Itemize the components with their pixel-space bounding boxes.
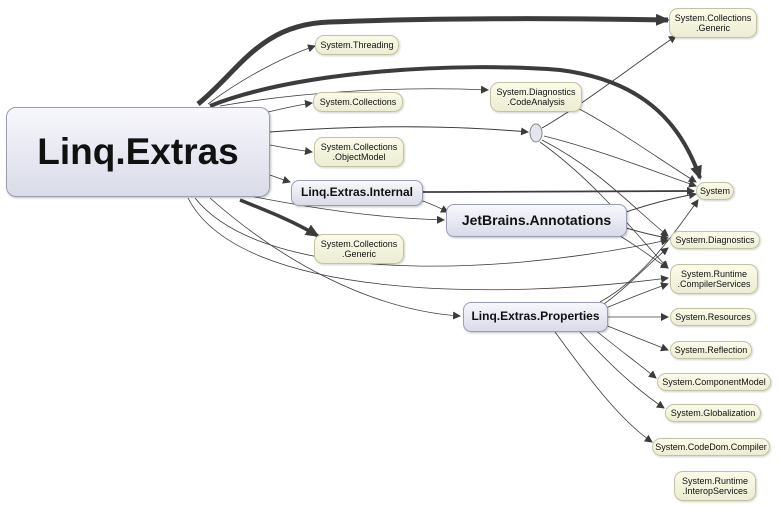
edge-main-internal: [269, 174, 291, 184]
edge-properties-diagnostics: [603, 247, 669, 305]
edge-main-junction: [269, 126, 529, 136]
edge-main-collections: [267, 100, 313, 113]
node-label-line: System.Collections: [674, 12, 752, 23]
edge-main-threading: [207, 44, 316, 105]
edge-annotations-runtime: [619, 235, 669, 269]
node-system-diagnostics[interactable]: System.Diagnostics: [670, 231, 760, 249]
node-label-line: System.Threading: [320, 39, 394, 50]
node-system-componentmodel[interactable]: System.ComponentModel: [657, 373, 771, 391]
edge-main-diagnostics: [194, 197, 669, 267]
node-label-line: .ObjectModel: [332, 152, 386, 162]
node-label-line: .CodeAnalysis: [507, 97, 565, 107]
node-system-collections-objectmodel[interactable]: System.Collections .ObjectModel: [314, 137, 404, 167]
node-label-line: System.Runtime: [680, 268, 748, 279]
edge-properties-globalization: [579, 331, 665, 409]
node-label-line: System.Collections: [320, 141, 398, 152]
node-jetbrains-annotations-label: JetBrains.Annotations: [461, 212, 612, 229]
node-label-line: .InteropServices: [682, 486, 748, 496]
node-system-collections-generic-top[interactable]: System.Collections .Generic: [669, 8, 757, 38]
edge-junction-system: [543, 135, 697, 188]
node-system-threading[interactable]: System.Threading: [315, 35, 399, 55]
edge-main-runtime-compilerservices: [187, 197, 669, 291]
node-label-line: System.Diagnostics: [675, 234, 755, 245]
node-system-resources[interactable]: System.Resources: [670, 308, 756, 326]
node-label-line: System.Globalization: [670, 407, 756, 418]
edge-main-diagnostics-codeanalysis: [219, 85, 489, 107]
edge-annotations-diagnostics: [625, 227, 669, 241]
node-label-line: System: [699, 185, 730, 196]
node-linq-extras-properties[interactable]: Linq.Extras.Properties: [463, 302, 608, 332]
node-jetbrains-annotations[interactable]: JetBrains.Annotations: [446, 204, 627, 237]
node-system-runtime-compilerservices[interactable]: System.Runtime .CompilerServices: [670, 264, 758, 294]
edge-main-objectmodel: [269, 144, 313, 155]
node-label-line: .Generic: [695, 23, 730, 33]
edge-codeanalysis-system: [569, 103, 697, 183]
node-label-line: .CompilerServices: [677, 279, 751, 289]
node-label-line: System.Reflection: [674, 344, 748, 355]
node-system-collections[interactable]: System.Collections: [313, 92, 403, 112]
node-label-line: System.Diagnostics: [496, 86, 576, 97]
edge-main-system-heavy: [209, 65, 702, 180]
edge-junction-collections-generic: [541, 35, 677, 129]
node-system-diagnostics-codeanalysis[interactable]: System.Diagnostics .CodeAnalysis: [490, 82, 582, 112]
edge-properties-system: [599, 199, 699, 303]
edge-internal-system: [421, 187, 695, 196]
node-label-line: System.Resources: [675, 311, 751, 322]
edge-properties-codedom: [554, 331, 653, 443]
node-linq-extras-properties-label: Linq.Extras.Properties: [471, 309, 600, 324]
node-system-collections-generic-mid[interactable]: System.Collections .Generic: [314, 234, 404, 264]
edge-properties-componentmodel: [594, 329, 657, 379]
node-label-line: System.Runtime: [681, 475, 749, 486]
node-label-line: System.ComponentModel: [662, 376, 766, 387]
edge-properties-runtime: [605, 282, 669, 309]
edge-internal-annotations: [419, 199, 449, 213]
node-system-reflection[interactable]: System.Reflection: [670, 341, 752, 359]
edge-main-properties: [209, 197, 461, 320]
node-system-codedom-compiler[interactable]: System.CodeDom.Compiler: [652, 438, 770, 456]
edge-main-annotations: [244, 194, 445, 224]
node-label-line: System.CodeDom.Compiler: [655, 441, 767, 452]
node-label-line: System.Collections: [319, 96, 397, 107]
node-system[interactable]: System: [696, 182, 734, 200]
node-linq-extras[interactable]: Linq.Extras: [6, 107, 270, 197]
node-linq-extras-label: Linq.Extras: [37, 130, 239, 172]
node-linq-extras-internal[interactable]: Linq.Extras.Internal: [291, 180, 423, 206]
node-linq-extras-internal-label: Linq.Extras.Internal: [300, 185, 414, 200]
edge-main-collections-generic-top: [196, 13, 670, 106]
edge-annotations-system: [625, 191, 697, 213]
node-system-runtime-interopservices[interactable]: System.Runtime .InteropServices: [674, 471, 756, 501]
junction-node[interactable]: [529, 123, 543, 143]
node-label-line: System.Collections: [320, 238, 398, 249]
edge-properties-reflection: [604, 324, 669, 352]
node-label-line: .Generic: [341, 249, 376, 259]
edge-main-collections-generic-mid: [239, 198, 320, 238]
edge-junction-diagnostics: [541, 139, 669, 237]
node-system-globalization[interactable]: System.Globalization: [665, 404, 761, 422]
